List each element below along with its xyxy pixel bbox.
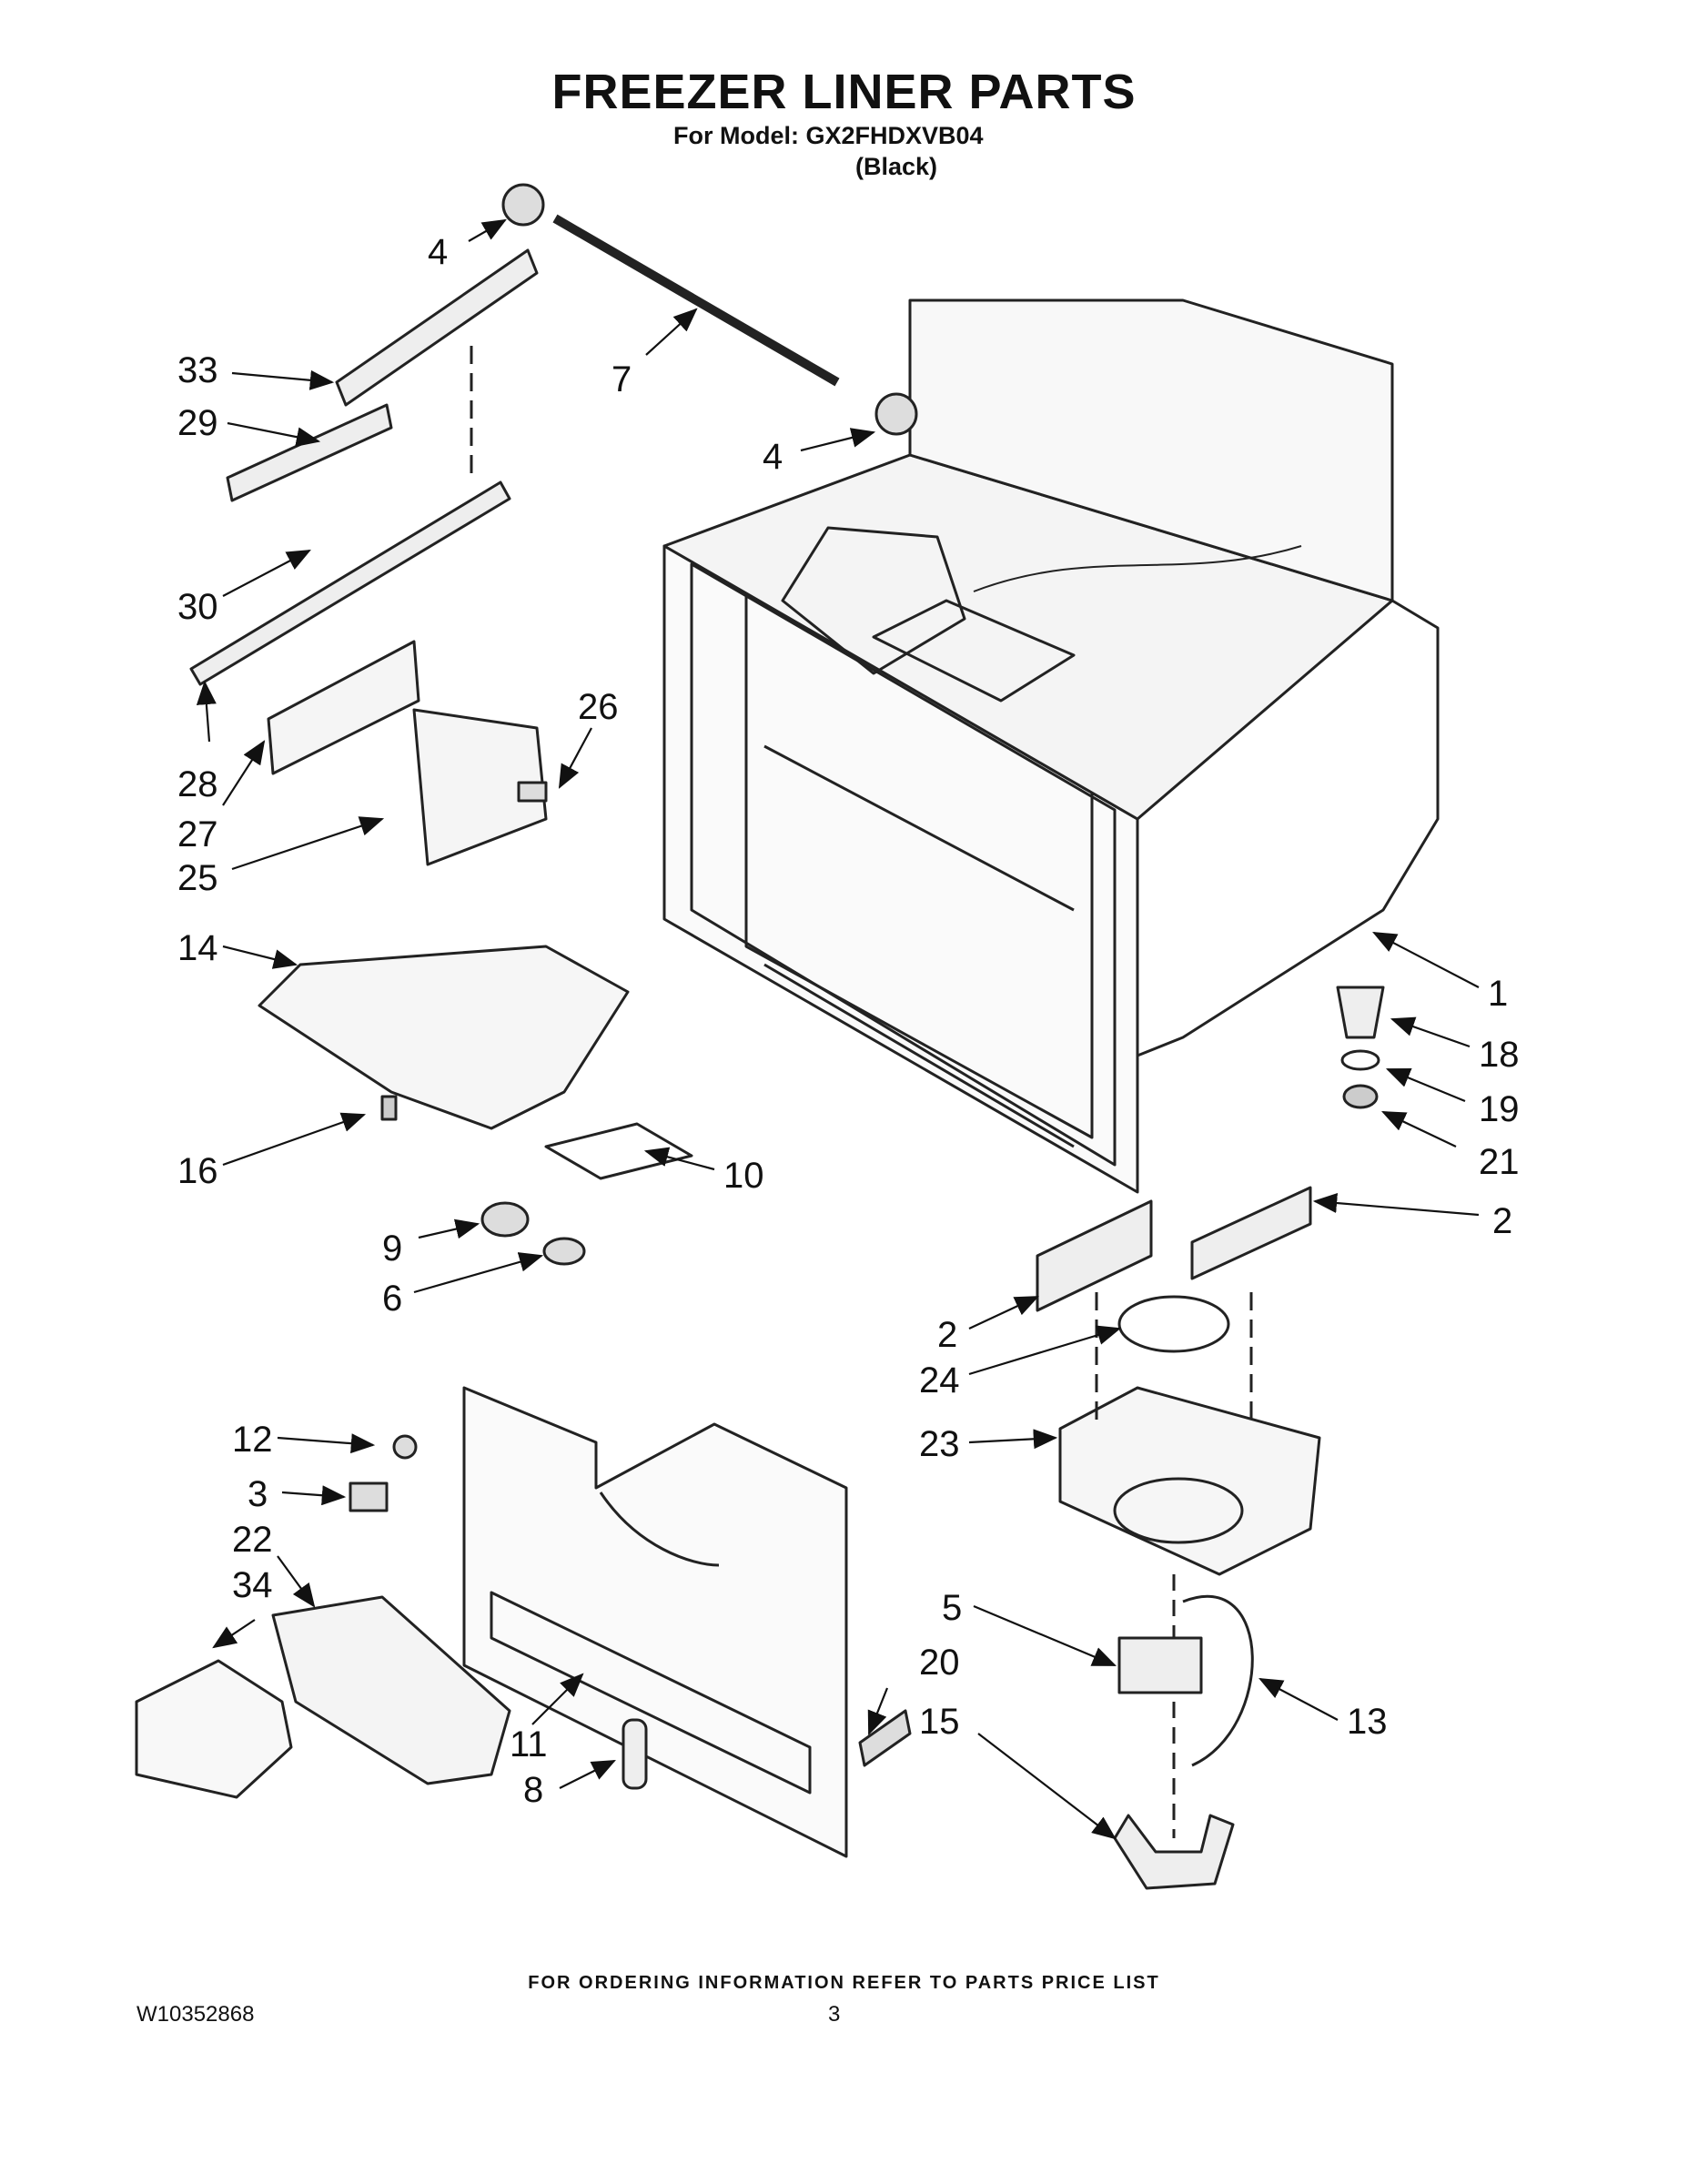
callout-label: 16 (177, 1151, 218, 1191)
callout-label: 3 (248, 1474, 268, 1514)
callout-label: 2 (937, 1315, 957, 1355)
insulation-pad-parts (1036, 1186, 1312, 1312)
callout-label: 22 (232, 1520, 273, 1560)
callout-label: 7 (612, 359, 632, 399)
callout-label: 1 (1488, 974, 1508, 1014)
callout-label: 25 (177, 858, 218, 898)
bracket-parts (412, 708, 548, 866)
callout-label: 19 (1479, 1089, 1520, 1129)
fan-parts (1058, 1292, 1321, 1576)
model-line: For Model: GX2FHDXVB04 (673, 122, 984, 149)
callout-label: 15 (919, 1702, 960, 1742)
callout-label: 12 (232, 1420, 273, 1460)
document-number: W10352868 (136, 2002, 255, 2027)
callout-label: 28 (177, 764, 218, 804)
callout-label: 34 (232, 1565, 273, 1605)
callout-label: 29 (177, 403, 218, 443)
callout-label: 14 (177, 928, 218, 968)
fastener-parts (349, 1434, 418, 1512)
grille-and-cover-parts (135, 1595, 511, 1799)
callout-label: 26 (578, 687, 619, 727)
callout-label: 4 (428, 232, 448, 272)
callout-label: 21 (1479, 1142, 1520, 1182)
callout-label: 13 (1347, 1702, 1388, 1742)
callout-label: 33 (177, 350, 218, 390)
callout-label: 9 (382, 1228, 402, 1269)
callout-label: 2 (1492, 1201, 1512, 1241)
callout-label: 18 (1479, 1035, 1520, 1075)
shaft-and-gear-parts (501, 183, 918, 436)
callout-label: 24 (919, 1360, 960, 1400)
callout-label: 23 (919, 1424, 960, 1464)
motor-parts (1113, 1574, 1254, 1890)
freezer-liner-part (662, 298, 1440, 1194)
cover-and-gasket-parts (258, 945, 693, 1180)
callout-label: 4 (763, 437, 783, 477)
callout-label: 6 (382, 1279, 402, 1319)
strip-and-shield-parts (622, 1709, 912, 1790)
callout-label: 30 (177, 587, 218, 627)
slide-rail-parts (189, 248, 539, 775)
page-title: FREEZER LINER PARTS (551, 65, 1137, 119)
knob-and-socket-parts (480, 1201, 586, 1266)
callout-label: 5 (942, 1588, 962, 1628)
callout-label: 11 (510, 1724, 548, 1764)
ordering-info: FOR ORDERING INFORMATION REFER TO PARTS … (528, 1973, 1160, 1993)
rear-panel-part (462, 1386, 848, 1858)
color-line: (Black) (855, 153, 938, 180)
callout-label: 8 (523, 1770, 543, 1810)
page-number: 3 (828, 2002, 841, 2027)
grommet-parts (1336, 986, 1385, 1109)
callout-label: 20 (919, 1643, 960, 1683)
callout-label: 10 (723, 1156, 764, 1196)
callout-label: 27 (177, 814, 218, 854)
